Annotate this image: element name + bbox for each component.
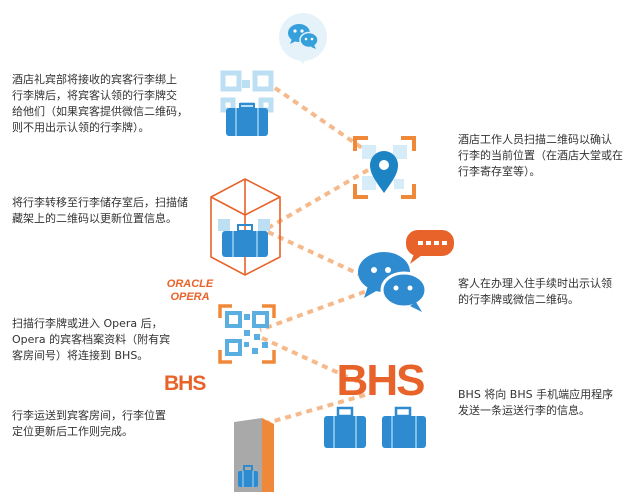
qr-code-icon [218, 304, 276, 364]
chat-bubbles-icon [358, 230, 454, 312]
connector-line [261, 336, 366, 387]
oracle-logo-text: ORACLE [166, 278, 214, 290]
step-text-storage-scan: 将行李转移至行李储存室后，扫描储 藏架上的二维码以更新位置信息。 [12, 196, 188, 225]
step-text-staff-scan: 酒店工作人员扫描二维码以确认 行李的当前位置（在酒店大堂或在 行李寄存室等）。 [458, 133, 623, 178]
wechat-icon [279, 13, 327, 64]
storage-cube-icon [210, 178, 281, 276]
step-text-opera-link: 扫描行李牌或进入 Opera 后， Opera 的宾客档案资料（附有宾 客房间号… [12, 317, 171, 362]
step-text-guest-claim: 客人在办理入住手续时出示认领 的行李牌或微信二维码。 [458, 277, 612, 306]
step-text-delivery: 行李运送到宾客房间，行李位置 定位更新后工作则完成。 [12, 409, 166, 438]
connector-line [266, 168, 370, 230]
location-scan-icon [353, 136, 416, 199]
door-icon [234, 418, 274, 492]
connector-line [273, 86, 367, 152]
oracle-opera-logo: ORACLE OPERA [163, 278, 217, 304]
bhs-large-logo: BHS [336, 356, 426, 405]
bhs-small-logo: BHS [164, 372, 206, 396]
step-text-bhs-message: BHS 将向 BHS 手机端应用程序 发送一条运送行李的信息。 [458, 388, 614, 417]
bhs-small-logo-text: BHS [164, 372, 206, 395]
opera-logo-text: OPERA [170, 291, 210, 303]
connector-line [267, 230, 373, 282]
step-text-tag-luggage: 酒店礼宾部将接收的宾客行李绑上 行李牌后，将宾客认领的行李牌交 给他们（如果宾客… [12, 73, 188, 134]
qr-luggage-icon [220, 70, 274, 136]
connector-line [259, 286, 376, 332]
connector-line [259, 393, 366, 427]
luggage-icon [324, 406, 426, 448]
